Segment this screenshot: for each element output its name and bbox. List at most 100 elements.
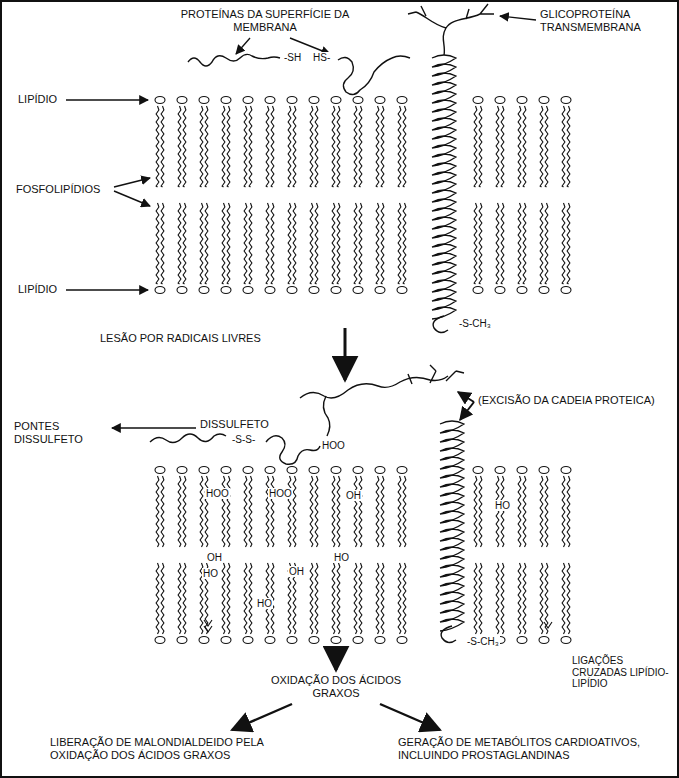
lipid-tail xyxy=(315,563,318,634)
lipid-tail xyxy=(315,476,318,547)
lipid-head xyxy=(199,97,209,104)
lipid-tail xyxy=(315,203,318,284)
lipid-head xyxy=(331,637,341,644)
lipid-head xyxy=(517,97,527,104)
lipid-tail xyxy=(200,106,203,187)
leader-arrow xyxy=(66,289,148,290)
lipid-tail xyxy=(332,106,335,187)
lipid-tail xyxy=(479,563,482,634)
leader-arrow xyxy=(500,16,536,20)
lipid-tail xyxy=(161,203,164,284)
lipid-tail xyxy=(518,563,521,634)
lipid-tail xyxy=(518,476,521,547)
lipid-tail xyxy=(474,106,477,187)
lipid-head xyxy=(199,287,209,294)
lipid-head xyxy=(309,467,319,474)
chemical-group: HO xyxy=(333,552,350,563)
lipid-tail xyxy=(293,203,296,284)
lipid-tail xyxy=(562,563,565,634)
lipid-tail xyxy=(244,106,247,187)
lipid-head xyxy=(287,287,297,294)
lipid-head xyxy=(155,287,165,294)
lipid-tail xyxy=(540,106,543,187)
lipid-tail xyxy=(205,203,208,284)
lipid-head xyxy=(309,97,319,104)
lipid-head xyxy=(243,637,253,644)
lipid-head xyxy=(495,97,505,104)
lipid-tail xyxy=(178,476,181,547)
lipid-head xyxy=(177,637,187,644)
lipid-head xyxy=(265,637,275,644)
label: (EXCISÃO DA CADEIA PROTEICA) xyxy=(478,394,668,407)
lipid-head xyxy=(375,287,385,294)
lipid-tail xyxy=(266,476,269,547)
leader-arrow xyxy=(114,178,150,187)
lipid-head xyxy=(517,287,527,294)
chemical-group: HOO xyxy=(205,488,230,499)
lipid-tail xyxy=(249,106,252,187)
lipid-tail xyxy=(288,203,291,284)
lipid-tail xyxy=(496,106,499,187)
protein-tail xyxy=(441,626,456,643)
lipid-tail xyxy=(205,106,208,187)
chemical-group: -S-S- xyxy=(231,434,256,445)
chemical-group: HOO xyxy=(268,488,293,499)
lipid-tail xyxy=(337,563,340,634)
lipid-tail xyxy=(161,106,164,187)
lipid-head xyxy=(177,97,187,104)
lipid-head xyxy=(517,637,527,644)
lipid-head xyxy=(495,287,505,294)
lipid-tail xyxy=(518,203,521,284)
lipid-head xyxy=(561,467,571,474)
lipid-tail xyxy=(310,106,313,187)
lipid-head xyxy=(265,467,275,474)
phospholipids xyxy=(155,97,571,644)
helix-coil xyxy=(432,55,456,319)
excision-arrow xyxy=(460,402,474,420)
lipid-tail xyxy=(398,476,401,547)
lipid-tail xyxy=(200,203,203,284)
lipid-tail xyxy=(288,476,291,547)
lipid-tail xyxy=(227,476,230,547)
lipid-tail xyxy=(501,106,504,187)
lipid-tail xyxy=(376,203,379,284)
lipid-tail xyxy=(156,106,159,187)
label: LIPÍDIO xyxy=(18,283,57,296)
lipid-tail xyxy=(310,563,313,634)
lipid-head xyxy=(221,287,231,294)
lipid-head xyxy=(473,467,483,474)
lipid-tail xyxy=(567,563,570,634)
excision-arrow xyxy=(458,392,474,402)
lipid-tail xyxy=(205,476,208,547)
process-arrow xyxy=(335,646,338,670)
lipid-head xyxy=(495,467,505,474)
lipid-tail xyxy=(474,563,477,634)
lipid-tail xyxy=(271,106,274,187)
chemical-group: HO xyxy=(256,598,273,609)
lipid-tail xyxy=(227,106,230,187)
process-arrow xyxy=(232,704,292,730)
lipid-tail xyxy=(249,203,252,284)
lipid-head xyxy=(473,287,483,294)
lipid-tail xyxy=(178,203,181,284)
lipid-tail xyxy=(310,203,313,284)
lipid-tail xyxy=(293,106,296,187)
lipid-head xyxy=(561,287,571,294)
lipid-tail xyxy=(496,203,499,284)
lipid-head xyxy=(199,637,209,644)
lipid-tail xyxy=(337,476,340,547)
lipid-head xyxy=(539,467,549,474)
label: PROTEÍNAS DA SUPERFÍCIE DA MEMBRANA xyxy=(175,8,355,33)
chemical-group: -S-CH₃ xyxy=(458,318,492,329)
label: OXIDAÇÃO DOS ÁCIDOS GRAXOS xyxy=(266,674,406,699)
lipid-tail xyxy=(288,106,291,187)
lipid-tail xyxy=(332,203,335,284)
lipid-tail xyxy=(523,563,526,634)
lipid-tail xyxy=(403,106,406,187)
lipid-head xyxy=(539,287,549,294)
chemical-group: HO xyxy=(202,568,219,579)
lipid-tail xyxy=(183,203,186,284)
lipid-tail xyxy=(479,476,482,547)
